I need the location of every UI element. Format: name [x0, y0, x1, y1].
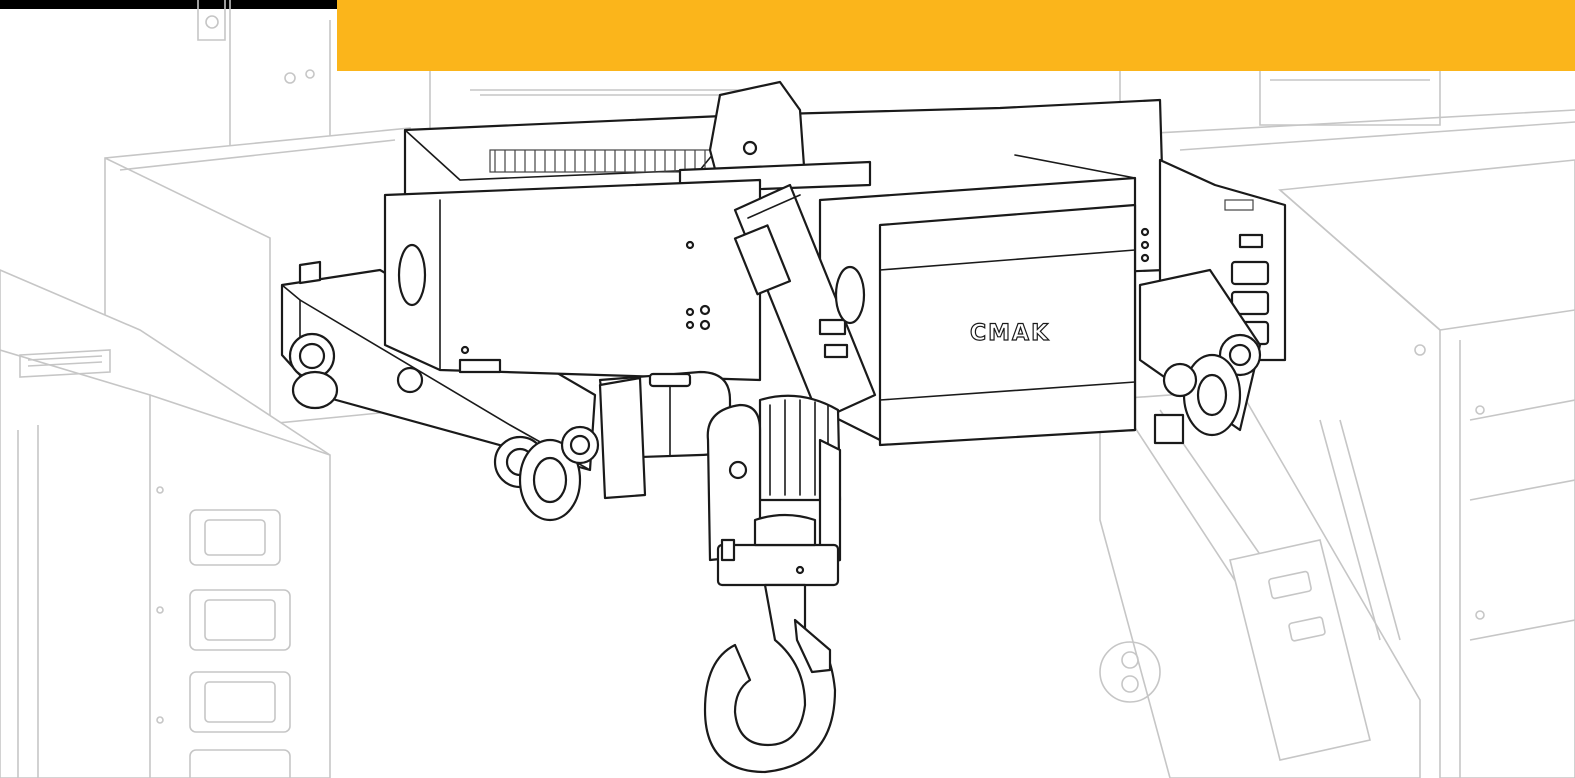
hoist-logo-text: CMAK: [970, 321, 1050, 346]
hoist-trolley: CMAK: [280, 80, 1287, 774]
header-banner: [337, 0, 1575, 71]
